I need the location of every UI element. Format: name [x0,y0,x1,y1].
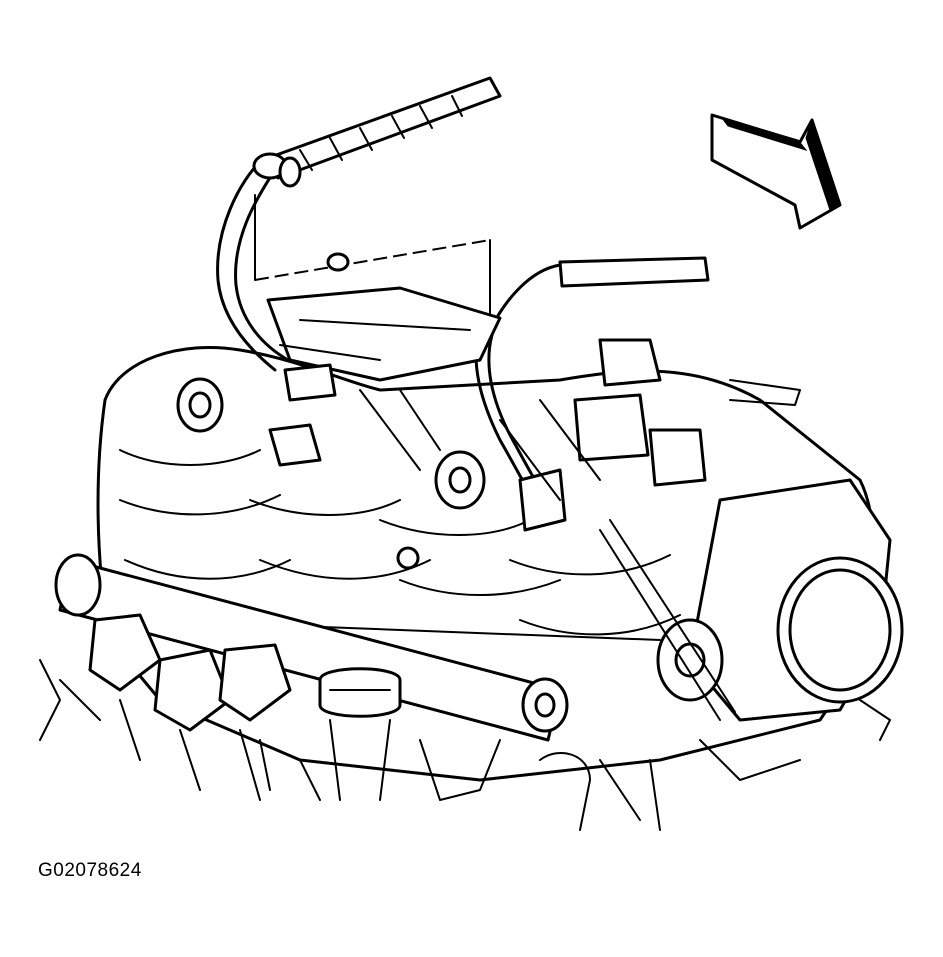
intake-cover [266,252,502,382]
pcv-hose [216,76,502,372]
fuel-rail [54,553,569,742]
figure-id-label: G02078624 [38,860,142,881]
throttle-body [599,379,904,741]
engine-block [259,739,801,831]
sensors [176,338,707,570]
direction-arrow [710,113,842,230]
injector-connectors [39,613,402,801]
